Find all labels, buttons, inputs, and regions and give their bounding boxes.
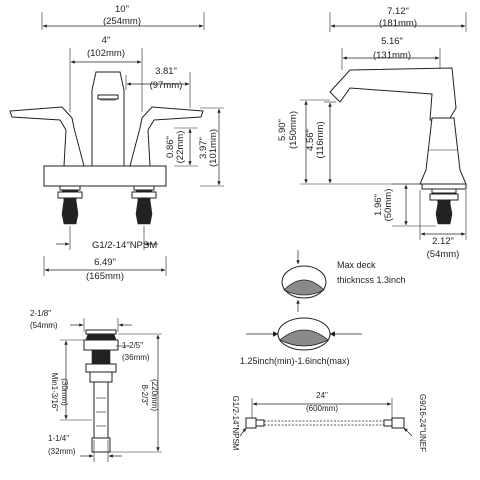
deck-notes: Max deck thickncss 1.3inch 1.25inch(min)… — [240, 250, 406, 366]
min-length-label: Min1-3/16" — [50, 373, 59, 412]
min-length-mm-label: (30mm) — [60, 378, 69, 406]
side-body — [419, 117, 467, 185]
side-spout — [329, 67, 457, 121]
cap-width-label: 2-1/8" — [30, 309, 51, 318]
hose-left-thread-label: G1/2-14"NPSM — [231, 396, 240, 451]
supply-hose: 24" (600mm) G1/2-14"NPSM G9/16-24"UNEF — [231, 391, 427, 452]
thread-label: G1/2-14"NPSM — [92, 240, 157, 251]
max-deck-line1: Max deck — [337, 260, 376, 270]
spout-height-mm-label: (116mm) — [315, 121, 326, 158]
center-spacing-mm-label: (102mm) — [87, 48, 125, 59]
max-deck-line2: thickncss 1.3inch — [337, 275, 406, 285]
spout-reach-mm-label: (97mm) — [150, 80, 183, 91]
hole-range-label: 1.25inch(min)-1.6inch(max) — [240, 356, 350, 366]
reach-mm-label: (131mm) — [373, 50, 411, 61]
base-width-mm-label: (165mm) — [86, 271, 124, 282]
total-length-label: 8-2/3" — [140, 384, 149, 405]
drain-assembly: 2-1/8" (54mm) 1-2/5" (36mm) Min1-3/16" (… — [30, 309, 162, 462]
overall-width-label: 10" — [115, 4, 129, 15]
overall-width-mm-label: (254mm) — [103, 16, 141, 27]
tail-diameter-label: 1-1/4" — [48, 434, 69, 443]
shank-length-mm-label: (50mm) — [383, 189, 394, 222]
side-base — [421, 183, 467, 190]
handle-height-mm-label: (22mm) — [175, 131, 186, 164]
front-view: 10" (254mm) 4" (102mm) 3.81" (97mm) 0.86… — [9, 4, 224, 282]
reach-label: 5.16" — [381, 36, 403, 47]
drain-cap — [85, 329, 117, 335]
spout-reach-label: 3.81" — [155, 66, 177, 77]
cap-width-mm-label: (54mm) — [30, 321, 58, 330]
base-diameter-label: 2.12" — [432, 236, 454, 247]
left-handle — [9, 106, 85, 167]
drain-nut — [85, 363, 117, 373]
depth-label: 7.12" — [387, 6, 409, 17]
shank-length-label: 1.96" — [373, 194, 384, 216]
hose-right-thread-label: G9/16-24"UNEF — [418, 394, 427, 452]
tail-diameter-mm-label: (32mm) — [48, 447, 76, 456]
total-length-mm-label: (220mm) — [150, 379, 159, 411]
spout-height-label: 4.56" — [305, 129, 316, 151]
aerator — [97, 94, 119, 100]
drain-tail — [93, 381, 109, 439]
overall-height-label: 3.97" — [198, 137, 209, 159]
hose-length-mm-label: (600mm) — [306, 404, 338, 413]
total-height-mm-label: (150mm) — [288, 111, 299, 149]
base-diameter-mm-label: (54mm) — [427, 249, 460, 260]
base-width-label: 6.49" — [94, 257, 116, 268]
hose-length-label: 24" — [316, 391, 328, 400]
flange-mm-label: (36mm) — [122, 353, 150, 362]
deck-plate — [43, 165, 167, 187]
depth-mm-label: (181mm) — [379, 18, 417, 29]
handle-height-label: 0.86" — [165, 136, 176, 158]
side-view: 7.12" (181mm) 5.16" (131mm) 5.90" (150mm… — [277, 6, 467, 260]
spout-body — [91, 71, 125, 167]
total-height-label: 5.90" — [277, 119, 288, 141]
overall-height-mm-label: (101mm) — [208, 129, 219, 167]
flange-label: 1-2/5" — [122, 341, 143, 350]
center-spacing-label: 4" — [102, 35, 111, 46]
